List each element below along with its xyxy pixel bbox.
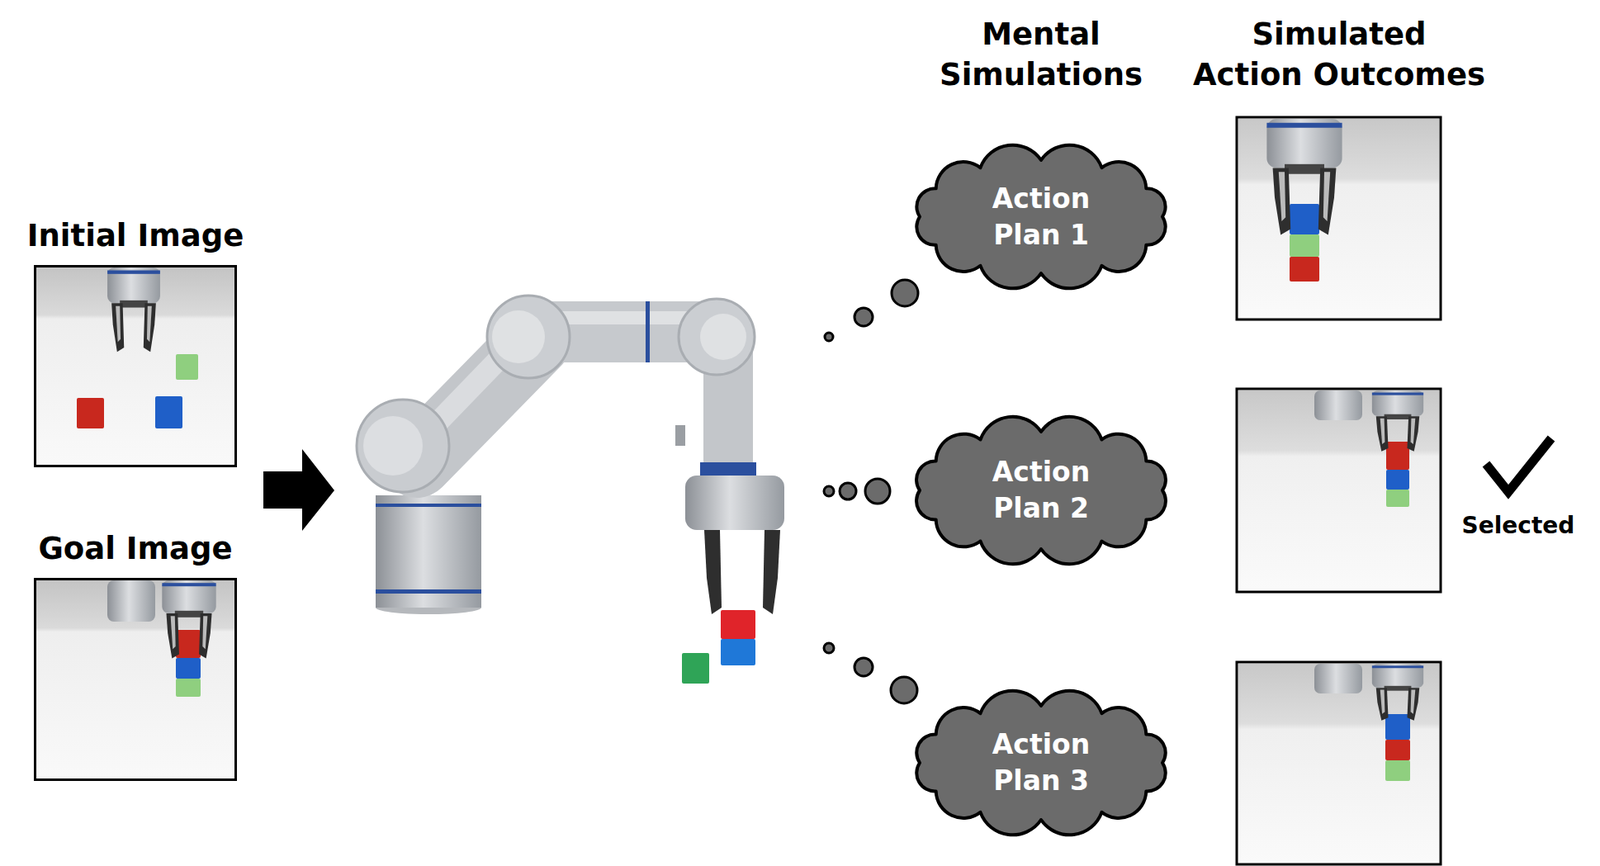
red-cube xyxy=(1289,256,1320,282)
column-heading: Simulated Action Outcomes xyxy=(1165,14,1513,95)
initial-photo xyxy=(36,267,235,465)
gripper-body xyxy=(685,475,785,531)
joint-cap xyxy=(700,313,747,360)
red-cube xyxy=(1385,739,1411,761)
gripper-finger xyxy=(704,530,722,615)
green-cube xyxy=(681,653,710,684)
red-cube xyxy=(1386,441,1410,470)
blue-cube xyxy=(720,639,756,666)
green-cube xyxy=(1386,489,1410,507)
cloud-outline xyxy=(898,137,1184,296)
blue-cube xyxy=(1289,203,1320,235)
wrist-joint xyxy=(678,298,755,375)
cloud-text: Action Plan 2 xyxy=(950,454,1132,527)
image-frame: Initial Image xyxy=(33,265,237,468)
cloud-text-holder: Action Plan 2 xyxy=(950,454,1132,527)
photo-background xyxy=(1238,390,1440,591)
gripper xyxy=(1266,118,1342,236)
outcome-photo xyxy=(1236,388,1441,592)
thought-dot xyxy=(891,279,919,307)
photo-frame xyxy=(1236,388,1441,592)
wrist-flange xyxy=(700,462,757,476)
cloud-shape xyxy=(916,691,1165,836)
blue-cube xyxy=(175,657,201,679)
green-cube xyxy=(1289,234,1320,257)
image-frame: Goal Image xyxy=(33,577,237,782)
red-cube xyxy=(76,397,105,429)
photo-background xyxy=(36,580,235,779)
robot-base xyxy=(375,495,482,608)
thought-dot xyxy=(854,307,873,327)
cloud-text: Action Plan 1 xyxy=(950,180,1132,254)
thought-cloud: Action Plan 1 xyxy=(898,137,1184,296)
thought-dot xyxy=(865,478,890,504)
robot-body xyxy=(107,580,156,622)
blue-band xyxy=(645,301,650,363)
check-mark xyxy=(1486,438,1552,493)
shoulder-joint xyxy=(356,399,450,493)
cloud-text-holder: Action Plan 1 xyxy=(950,180,1132,254)
thought-dot xyxy=(823,643,834,654)
elbow-joint xyxy=(487,295,570,379)
photo-frame xyxy=(1236,117,1441,320)
gripper xyxy=(1372,663,1424,721)
cloud-text: Action Plan 3 xyxy=(950,726,1132,800)
block-arrow xyxy=(263,449,335,531)
column-heading: Mental Simulations xyxy=(900,14,1182,95)
cloud-outline xyxy=(898,683,1184,843)
thought-dot xyxy=(854,657,873,677)
green-cube xyxy=(175,678,201,697)
photo-background xyxy=(36,267,235,465)
blue-cube xyxy=(1385,714,1411,740)
blue-band xyxy=(375,589,482,594)
outcome-photo xyxy=(1236,662,1441,865)
blue-cube xyxy=(155,396,183,429)
thought-dots xyxy=(823,279,919,704)
goal-photo xyxy=(36,580,235,779)
joint-cap xyxy=(492,310,545,364)
photo-frame xyxy=(1236,662,1441,865)
red-cube xyxy=(720,610,756,640)
camera-mount xyxy=(675,425,686,446)
thought-cloud: Action Plan 3 xyxy=(898,683,1184,843)
blue-band xyxy=(375,503,482,507)
thought-dot xyxy=(823,486,834,497)
robot-body xyxy=(1314,390,1363,421)
joint-cap xyxy=(363,416,423,476)
gripper xyxy=(107,267,161,352)
cloud-outline xyxy=(898,409,1184,572)
green-cube xyxy=(1385,760,1411,782)
image-heading: Initial Image xyxy=(0,215,301,256)
robot-body xyxy=(1314,663,1363,694)
outcome-photo xyxy=(1236,117,1441,320)
thought-dot xyxy=(839,482,857,500)
photo-background xyxy=(1238,663,1440,863)
gripper-finger xyxy=(762,530,781,615)
gripper xyxy=(161,580,216,658)
image-heading: Goal Image xyxy=(0,528,301,569)
cloud-text-holder: Action Plan 3 xyxy=(950,726,1132,800)
green-cube xyxy=(175,354,199,380)
cloud-shape xyxy=(916,416,1166,564)
red-cube xyxy=(175,629,201,658)
photo-background xyxy=(1238,118,1440,318)
cloud-shape xyxy=(916,145,1165,289)
selection-label: Selected xyxy=(1443,511,1593,540)
robot-arm xyxy=(356,295,785,684)
thought-dot xyxy=(890,676,918,704)
blue-cube xyxy=(1386,469,1410,490)
thought-cloud: Action Plan 2 xyxy=(898,409,1184,572)
thought-dot xyxy=(824,332,834,341)
gripper xyxy=(1372,390,1424,452)
